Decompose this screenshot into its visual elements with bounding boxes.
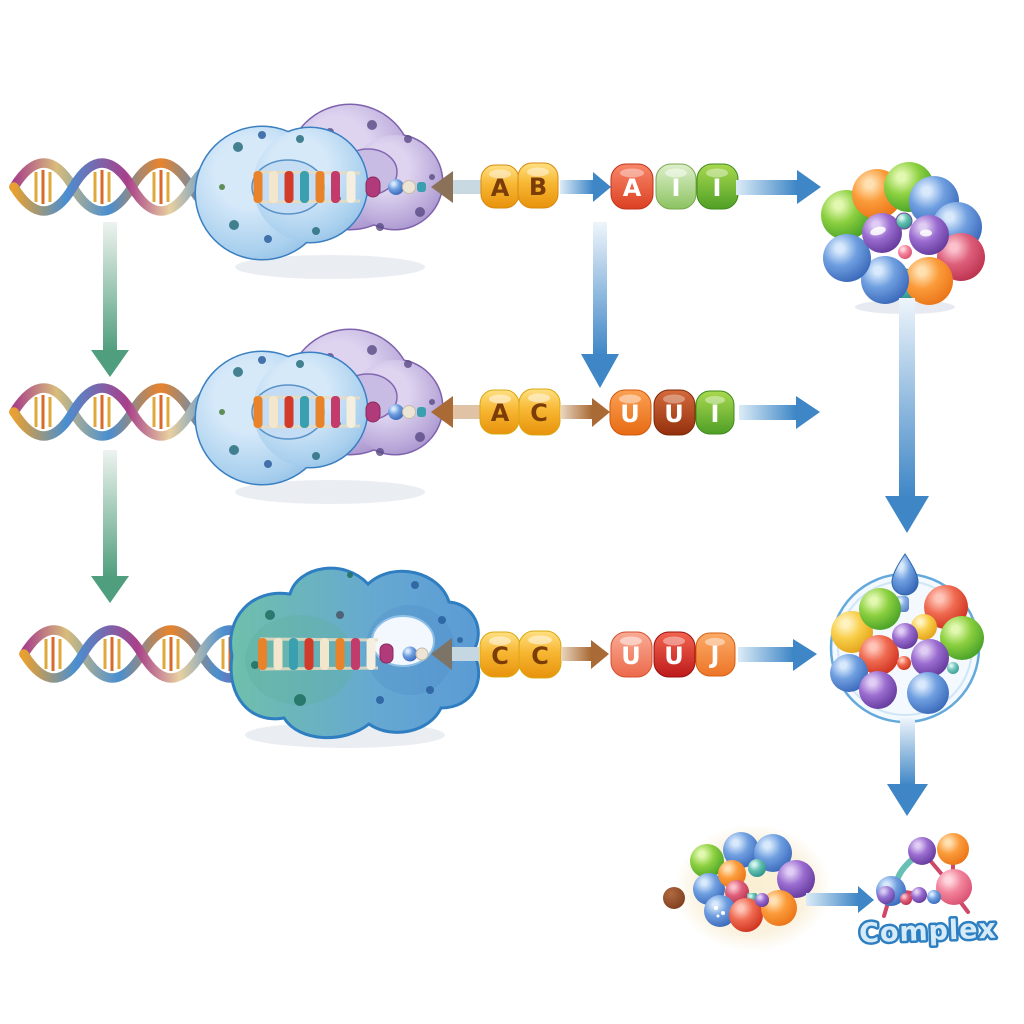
- sequence-block: [609, 389, 652, 436]
- arrow-down-right-long: [885, 298, 929, 533]
- sequence-block: [695, 632, 736, 677]
- polymerase-complex-row1: [194, 103, 444, 281]
- rna-triplet-blocks-row3: U U J: [610, 631, 736, 678]
- sphere: [937, 833, 969, 865]
- dna-ladder-row3: [258, 637, 379, 671]
- arrow-left-row1: [431, 171, 481, 203]
- triplet-letter: A: [623, 174, 642, 202]
- sphere: [911, 887, 927, 903]
- speckles-cloud: [251, 572, 463, 706]
- triplet-letter: I: [711, 400, 720, 428]
- arrow-down-middle: [581, 222, 619, 388]
- sphere: [892, 623, 918, 649]
- sphere: [861, 256, 909, 304]
- sphere: [911, 639, 949, 677]
- sphere: [900, 893, 912, 905]
- sphere: [830, 654, 868, 692]
- triplet-letter: J: [709, 641, 720, 669]
- triplet-letter: U: [664, 642, 684, 670]
- triplet-letter: I: [672, 174, 681, 202]
- sphere: [905, 257, 953, 305]
- sphere: [898, 245, 912, 259]
- vesicle-sphere-cluster: [829, 553, 984, 724]
- sequence-block: [653, 389, 696, 436]
- sphere: [831, 611, 873, 653]
- sequence-block: [610, 163, 654, 210]
- protein-complex: Complex: [856, 833, 1000, 952]
- droplet-icon: [891, 553, 919, 596]
- dna-helix-row3: [24, 630, 260, 678]
- pair-letter: C: [530, 399, 548, 427]
- sphere: [725, 880, 749, 904]
- sequence-block: [695, 390, 735, 435]
- polymerase-complex-row2: [194, 328, 444, 506]
- pair-letter: C: [491, 642, 509, 670]
- arrow-mid-row3: [561, 640, 609, 669]
- row-1: A B A I I: [14, 103, 985, 314]
- sphere: [704, 895, 736, 927]
- ligand-dot: [663, 887, 685, 909]
- arrow-down-right-short: [887, 718, 928, 816]
- rna-triplet-blocks-row1: A I I: [610, 163, 739, 210]
- sphere: [927, 890, 941, 904]
- row-3: C C U U J: [24, 553, 984, 748]
- row-2: A C U U I: [14, 328, 820, 506]
- dna-pair-blocks-row1: A B: [480, 162, 559, 209]
- sphere: [729, 898, 763, 932]
- sphere: [907, 672, 949, 714]
- sphere: [895, 212, 913, 230]
- sphere: [859, 635, 899, 675]
- triplet-letter: I: [713, 174, 722, 202]
- sequence-block: [517, 162, 559, 209]
- protein-sphere-ring: [821, 162, 985, 314]
- complex-label: Complex: [859, 914, 998, 950]
- sphere: [940, 616, 984, 660]
- bottom-assembly: Complex: [663, 824, 1000, 952]
- dna-exit-tail-row3: [379, 643, 429, 664]
- pair-letter: B: [529, 173, 547, 201]
- arrow-left-row2: [431, 396, 480, 428]
- sphere: [877, 886, 895, 904]
- triplet-letter: U: [620, 400, 640, 428]
- triplet-letter: U: [664, 400, 684, 428]
- pair-letter: A: [491, 399, 510, 427]
- polymerase-cloud-row3: [229, 566, 481, 748]
- sequence-block: [653, 631, 696, 678]
- arrow-cluster-to-complex: [806, 886, 874, 913]
- sphere: [755, 893, 769, 907]
- arrow-to-protein-row1: [736, 170, 821, 204]
- sphere: [936, 869, 972, 905]
- sphere: [761, 890, 797, 926]
- sphere: [908, 837, 936, 865]
- arrow-down-left-1: [91, 222, 129, 377]
- sphere: [748, 859, 766, 877]
- arrow-to-vesicle-row3: [738, 639, 817, 671]
- arrow-to-right-row2: [739, 396, 820, 429]
- sphere: [947, 662, 959, 674]
- sequence-block: [655, 163, 697, 210]
- arrow-mid-row1: [560, 172, 611, 202]
- pair-letter: A: [491, 174, 510, 202]
- arrow-left-row3: [431, 638, 479, 670]
- sphere: [723, 832, 759, 868]
- rna-triplet-blocks-row2: U U I: [609, 389, 735, 436]
- sphere: [690, 844, 724, 878]
- assembled-protein-cluster: [690, 832, 815, 932]
- sphere: [897, 656, 911, 670]
- sequence-block: [518, 388, 561, 436]
- arrow-down-left-2: [91, 450, 129, 603]
- sphere: [859, 588, 901, 630]
- sphere: [823, 234, 871, 282]
- sphere: [777, 860, 815, 898]
- sphere: [859, 671, 897, 709]
- pair-letter: C: [531, 642, 549, 670]
- dna-pair-blocks-row3: C C: [479, 630, 562, 679]
- sequence-block: [610, 631, 653, 678]
- dna-pair-blocks-row2: A C: [479, 388, 561, 436]
- arrow-mid-row2: [561, 398, 610, 427]
- triplet-letter: U: [621, 642, 641, 670]
